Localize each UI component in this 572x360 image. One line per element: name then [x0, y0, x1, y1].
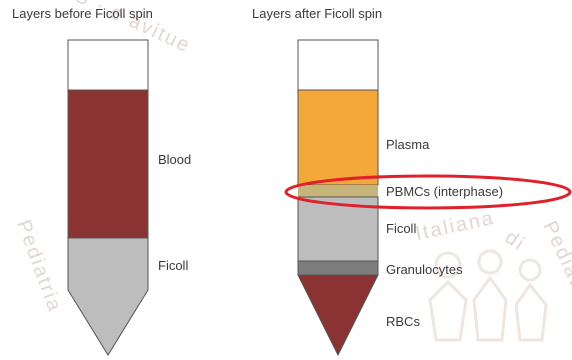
- after-tube: [298, 40, 378, 355]
- ficoll-layer: [68, 238, 148, 355]
- ficoll-after-label: Ficoll: [386, 221, 416, 236]
- pbmc-layer: [298, 185, 378, 197]
- blood-layer: [68, 90, 148, 238]
- granulocytes-label: Granulocytes: [386, 262, 463, 277]
- rbc-layer: [298, 275, 378, 355]
- plasma-layer: [298, 90, 378, 185]
- after-tube-empty-layer: [298, 40, 378, 90]
- pbmc-label: PBMCs (interphase): [386, 184, 503, 199]
- rbcs-label: RBCs: [386, 314, 420, 329]
- ficoll-label: Ficoll: [158, 258, 188, 273]
- plasma-label: Plasma: [386, 137, 429, 152]
- granulocytes-layer: [298, 261, 378, 275]
- blood-label: Blood: [158, 152, 191, 167]
- before-tube: [68, 40, 148, 355]
- before-tube-empty-layer: [68, 40, 148, 90]
